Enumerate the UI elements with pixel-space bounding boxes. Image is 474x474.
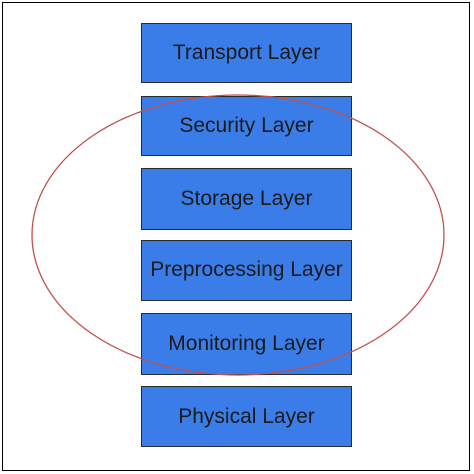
monitoring-layer-box: Monitoring Layer (141, 313, 352, 375)
preprocessing-layer-label: Preprocessing Layer (150, 258, 343, 282)
transport-layer-box: Transport Layer (141, 23, 352, 83)
security-layer-label: Security Layer (179, 114, 314, 138)
storage-layer-label: Storage Layer (180, 187, 313, 211)
physical-layer-box: Physical Layer (141, 386, 352, 447)
transport-layer-label: Transport Layer (172, 41, 321, 65)
diagram-frame (2, 2, 470, 471)
physical-layer-label: Physical Layer (178, 404, 315, 428)
storage-layer-box: Storage Layer (141, 168, 352, 230)
preprocessing-layer-box: Preprocessing Layer (141, 240, 352, 301)
monitoring-layer-label: Monitoring Layer (168, 332, 325, 356)
security-layer-box: Security Layer (141, 96, 352, 156)
